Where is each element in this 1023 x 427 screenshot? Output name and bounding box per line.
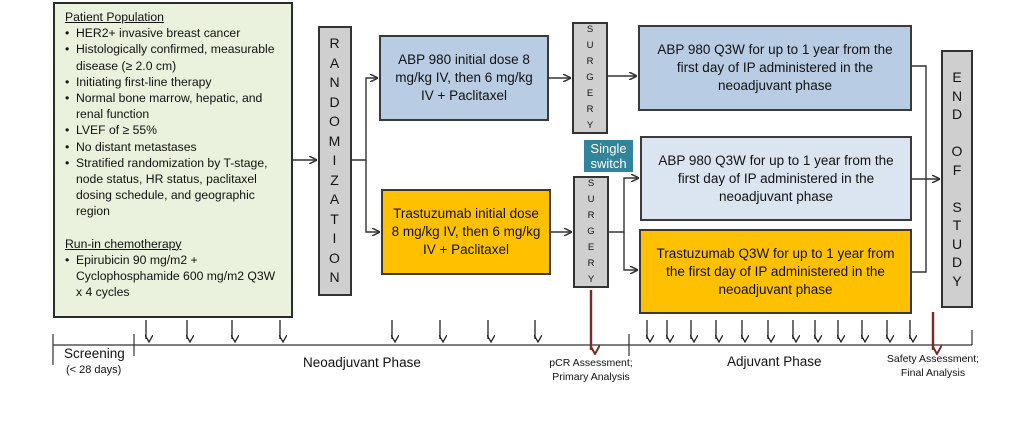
randomization-bar: R A N D O M I Z A T I O N bbox=[318, 26, 352, 296]
trastuzumab-neoadjuvant-arm: Trastuzumab initial dose 8 mg/kg IV, the… bbox=[381, 189, 551, 275]
rand-to-trast-arrow bbox=[365, 160, 379, 232]
surgery-to-trast-adj-arrow bbox=[623, 232, 637, 270]
timeline-axis bbox=[52, 330, 973, 365]
trastuzumab-adjuvant-text: Trastuzumab Q3W for up to 1 year from th… bbox=[656, 245, 895, 297]
surgery-letter: U bbox=[587, 194, 595, 205]
surgery-letter: G bbox=[586, 72, 594, 83]
trast-adj-to-eos-line bbox=[912, 179, 927, 273]
screening-label: Screening bbox=[64, 346, 125, 361]
safety-label: Safety Assessment; bbox=[886, 353, 980, 365]
rand-letter: R bbox=[329, 35, 341, 52]
safety-assessment-label: Safety Assessment; Final Analysis bbox=[877, 352, 989, 380]
criteria-item: LVEF of ≥ 55% bbox=[65, 122, 283, 138]
rand-letter: O bbox=[329, 113, 341, 130]
abp980-adjuvant-text: ABP 980 Q3W for up to 1 year from the fi… bbox=[657, 42, 893, 93]
criteria-item: Stratified randomization by T-stage, nod… bbox=[65, 155, 283, 220]
surgery-letter: Y bbox=[586, 120, 594, 131]
eos-letter: E bbox=[952, 69, 962, 85]
rand-letter: D bbox=[329, 93, 341, 110]
assessment-arrows bbox=[589, 290, 933, 350]
surgery-letter: R bbox=[586, 56, 594, 67]
rand-letter: A bbox=[329, 191, 341, 208]
abp980-neoadjuvant-arm: ABP 980 initial dose 8 mg/kg IV, then 6 … bbox=[379, 35, 549, 121]
eos-letter: D bbox=[951, 254, 963, 270]
surgery-bar-bottom: S U R G E R Y bbox=[573, 176, 609, 288]
abp980-switch-adjuvant-arm: ABP 980 Q3W for up to 1 year from the fi… bbox=[640, 136, 912, 221]
runin-item: Epirubicin 90 mg/m2 + Cyclophosphamide 6… bbox=[65, 252, 283, 301]
surgery-letter: S bbox=[586, 24, 594, 35]
abp980-switch-adjuvant-text: ABP 980 Q3W for up to 1 year from the fi… bbox=[658, 152, 894, 204]
eos-letter: S bbox=[952, 198, 962, 215]
rand-letter: N bbox=[329, 269, 341, 286]
surgery-letter: G bbox=[587, 226, 595, 237]
rand-letter: A bbox=[329, 54, 341, 71]
criteria-item: No distant metastases bbox=[65, 139, 283, 155]
criteria-item: Initiating first-line therapy bbox=[65, 74, 283, 90]
criteria-item: Normal bone marrow, hepatic, and renal f… bbox=[65, 90, 283, 122]
criteria-item: Histologically confirmed, measurable dis… bbox=[65, 41, 283, 73]
adjuvant-phase-label: Adjuvant Phase bbox=[727, 354, 822, 369]
eos-letter: N bbox=[951, 87, 963, 104]
rand-letter: N bbox=[329, 74, 341, 91]
runin-list: Epirubicin 90 mg/m2 + Cyclophosphamide 6… bbox=[65, 252, 283, 301]
primary-analysis-label: Primary Analysis bbox=[552, 371, 630, 383]
abp980-adjuvant-arm: ABP 980 Q3W for up to 1 year from the fi… bbox=[638, 25, 912, 111]
abp-adj-to-eos-line bbox=[912, 65, 927, 179]
trastuzumab-neoadjuvant-text: Trastuzumab initial dose 8 mg/kg IV, the… bbox=[391, 206, 541, 257]
surgery-letter: U bbox=[586, 40, 594, 51]
eos-letter: F bbox=[952, 161, 962, 178]
population-header: Patient Population bbox=[65, 10, 164, 24]
pcr-label: pCR Assessment; bbox=[549, 357, 633, 369]
end-of-study-bar: E N D O F S T U D Y bbox=[941, 50, 973, 308]
rand-letter: I bbox=[332, 152, 338, 169]
population-criteria-list: HER2+ invasive breast cancer Histologica… bbox=[65, 25, 283, 219]
rand-letter: I bbox=[332, 230, 338, 247]
runin-header: Run-in chemotherapy bbox=[65, 236, 182, 251]
rand-letter: M bbox=[328, 132, 342, 149]
eos-letter: D bbox=[951, 106, 963, 122]
final-analysis-label: Final Analysis bbox=[900, 367, 966, 379]
rand-to-abp-arrow bbox=[352, 78, 377, 161]
rand-letter: T bbox=[330, 210, 340, 227]
patient-population-box: Patient Population HER2+ invasive breast… bbox=[53, 2, 293, 318]
dosing-arrows bbox=[146, 320, 910, 339]
eos-letter: O bbox=[951, 143, 963, 159]
pcr-assessment-label: pCR Assessment; Primary Analysis bbox=[536, 356, 646, 384]
trastuzumab-adjuvant-arm: Trastuzumab Q3W for up to 1 year from th… bbox=[639, 229, 912, 314]
eos-letter: T bbox=[952, 217, 962, 233]
surgery-letter: Y bbox=[587, 274, 595, 285]
eos-letter: U bbox=[951, 235, 963, 252]
surgery-bar-top: S U R G E R Y bbox=[572, 22, 608, 134]
abp980-neoadjuvant-text: ABP 980 initial dose 8 mg/kg IV, then 6 … bbox=[395, 52, 533, 103]
screening-duration-label: (< 28 days) bbox=[66, 364, 122, 376]
criteria-item: HER2+ invasive breast cancer bbox=[65, 25, 283, 41]
surgery-letter: E bbox=[587, 242, 595, 253]
rand-letter: O bbox=[329, 249, 341, 266]
surgery-letter: E bbox=[586, 88, 594, 99]
surgery-letter: S bbox=[587, 178, 595, 189]
surgery-to-switch-arrow bbox=[609, 178, 638, 233]
single-switch-badge: Single switch bbox=[584, 140, 633, 172]
surgery-letter: R bbox=[587, 210, 595, 221]
rand-letter: Z bbox=[330, 171, 340, 188]
eos-letter: Y bbox=[952, 272, 962, 289]
surgery-letter: R bbox=[587, 258, 595, 269]
neoadjuvant-phase-label: Neoadjuvant Phase bbox=[303, 355, 421, 370]
surgery-letter: R bbox=[586, 104, 594, 115]
